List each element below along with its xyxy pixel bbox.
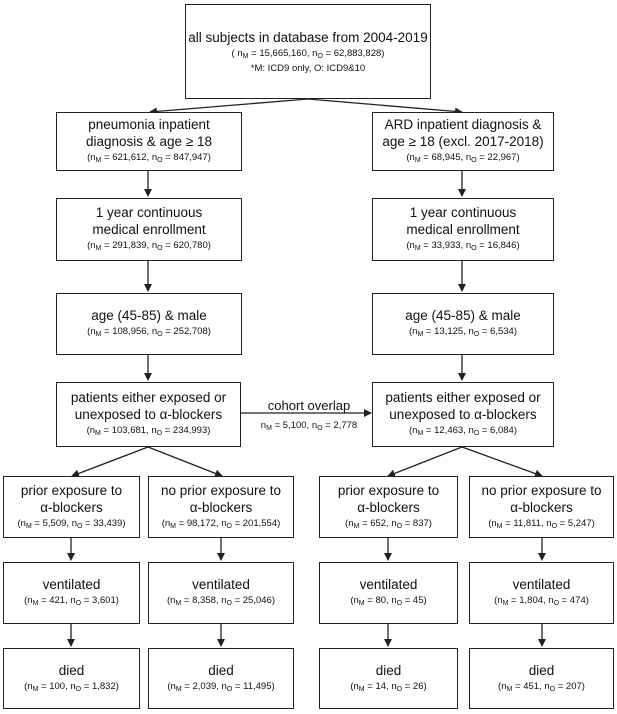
- col3-died-box: died (nM = 14, nO = 26): [319, 648, 458, 709]
- box-title-line: age ≥ 18 (excl. 2017-2018): [382, 134, 544, 149]
- box-counts: (nM = 80, nO = 45): [350, 595, 427, 607]
- col1-died-box: died (nM = 100, nO = 1,832): [3, 648, 140, 709]
- box-title-line: unexposed to α-blockers: [74, 407, 223, 422]
- top-box: all subjects in database from 2004-2019 …: [185, 4, 431, 99]
- box-title-line: α-blockers: [189, 499, 253, 515]
- box-title-line: ARD inpatient diagnosis &: [384, 117, 542, 132]
- box-counts: (nM = 13,125, nO = 6,534): [408, 326, 517, 338]
- col4-ventilated-box: ventilated (nM = 1,804, nO = 474): [469, 562, 614, 624]
- overlap-counts: nM = 5,100, nO = 2,778: [260, 420, 358, 432]
- box-title-line: 1 year continuous: [409, 205, 517, 220]
- top-counts: ( nM = 15,665,160, nO = 62,883,828): [231, 47, 385, 60]
- box-counts: (nM = 14, nO = 26): [350, 680, 427, 693]
- arrow-top-to-left: [149, 98, 309, 116]
- box-counts: (nM = 100, nO = 1,832): [24, 680, 119, 693]
- arrow-top-to-right: [307, 98, 463, 116]
- arrow-left-split-2: [147, 446, 223, 478]
- col3-exposure-box: prior exposure to α-blockers (nM = 652, …: [319, 476, 458, 538]
- box-counts: (nM = 8,358, nO = 25,046): [166, 595, 275, 607]
- col4-exposure-box: no prior exposure to α-blockers (nM = 11…: [469, 476, 614, 538]
- left-enrollment-box: 1 year continuous medical enrollment (nM…: [56, 198, 242, 261]
- box-title-line: no prior exposure to: [481, 482, 602, 498]
- box-title-line: no prior exposure to: [160, 482, 282, 498]
- box-title-line: age (45-85) & male: [91, 308, 207, 323]
- arrow-right-split-1: [387, 446, 463, 478]
- left-pneumonia-box: pneumonia inpatient diagnosis & age ≥ 18…: [56, 112, 242, 171]
- cohort-overlap-label: cohort overlap nM = 5,100, nO = 2,778: [245, 398, 373, 435]
- box-counts: (nM = 12,463, nO = 6,084): [408, 425, 517, 437]
- box-title-line: 1 year continuous: [95, 205, 203, 220]
- arrow-right-split-2: [461, 446, 543, 478]
- box-counts: (nM = 421, nO = 3,601): [24, 595, 119, 607]
- box-title-line: ventilated: [512, 577, 571, 592]
- box-counts: (nM = 451, nO = 207): [498, 680, 585, 693]
- box-counts: (nM = 68,945, nO = 22,967): [406, 152, 520, 164]
- box-title-line: medical enrollment: [406, 222, 520, 237]
- box-title-line: pneumonia inpatient: [88, 117, 210, 132]
- box-title-line: patients either exposed or: [385, 390, 541, 405]
- box-title-line: medical enrollment: [92, 222, 206, 237]
- left-age-box: age (45-85) & male (nM = 108,956, nO = 2…: [56, 293, 242, 355]
- box-counts: (nM = 652, nO = 837): [345, 517, 432, 530]
- box-counts: (nM = 33,933, nO = 16,846): [406, 240, 520, 252]
- box-counts: (nM = 621,612, nO = 847,947): [87, 152, 211, 164]
- box-title-line: α-blockers: [357, 499, 420, 515]
- box-counts: (nM = 108,956, nO = 252,708): [87, 326, 211, 338]
- top-title: all subjects in database from 2004-2019: [188, 29, 428, 45]
- right-cohort-box: patients either exposed or unexposed to …: [372, 382, 554, 447]
- box-title-line: diagnosis & age ≥ 18: [86, 134, 212, 149]
- overlap-title: cohort overlap: [267, 398, 351, 413]
- col1-exposure-box: prior exposure to α-blockers (nM = 5,509…: [3, 476, 140, 538]
- box-counts: (nM = 5,509, nO = 33,439): [17, 517, 126, 530]
- box-title-line: α-blockers: [40, 499, 103, 515]
- left-cohort-box: patients either exposed or unexposed to …: [56, 382, 241, 447]
- box-title-line: prior exposure to: [20, 482, 123, 498]
- box-title-line: died: [58, 662, 85, 678]
- box-counts: (nM = 103,681, nO = 234,993): [86, 425, 211, 437]
- box-title-line: died: [528, 662, 555, 678]
- col2-exposure-box: no prior exposure to α-blockers (nM = 98…: [148, 476, 294, 538]
- col2-ventilated-box: ventilated (nM = 8,358, nO = 25,046): [148, 562, 294, 624]
- box-title-line: α-blockers: [510, 499, 573, 515]
- box-title-line: unexposed to α-blockers: [389, 407, 537, 422]
- box-counts: (nM = 98,172, nO = 201,554): [161, 517, 281, 530]
- box-counts: (nM = 2,039, nO = 11,495): [167, 680, 275, 693]
- col3-ventilated-box: ventilated (nM = 80, nO = 45): [319, 562, 458, 624]
- arrow-left-split-1: [71, 446, 149, 478]
- right-ard-box: ARD inpatient diagnosis & age ≥ 18 (excl…: [372, 112, 554, 171]
- col2-died-box: died (nM = 2,039, nO = 11,495): [148, 648, 294, 709]
- right-enrollment-box: 1 year continuous medical enrollment (nM…: [372, 198, 554, 261]
- box-title-line: prior exposure to: [337, 482, 440, 498]
- top-note: *M: ICD9 only, O: ICD9&10: [250, 62, 366, 74]
- box-counts: (nM = 291,839, nO = 620,780): [87, 240, 211, 252]
- box-counts: (nM = 1,804, nO = 474): [494, 595, 589, 607]
- box-title-line: age (45-85) & male: [405, 308, 521, 323]
- box-title-line: ventilated: [42, 577, 101, 592]
- right-age-box: age (45-85) & male (nM = 13,125, nO = 6,…: [372, 293, 554, 355]
- col1-ventilated-box: ventilated (nM = 421, nO = 3,601): [3, 562, 140, 624]
- box-counts: (nM = 11,811, nO = 5,247): [488, 517, 595, 530]
- box-title-line: died: [208, 662, 234, 678]
- box-title-line: ventilated: [192, 577, 250, 592]
- box-title-line: patients either exposed or: [70, 390, 227, 405]
- box-title-line: died: [375, 662, 402, 678]
- col4-died-box: died (nM = 451, nO = 207): [469, 648, 614, 709]
- box-title-line: ventilated: [359, 577, 418, 592]
